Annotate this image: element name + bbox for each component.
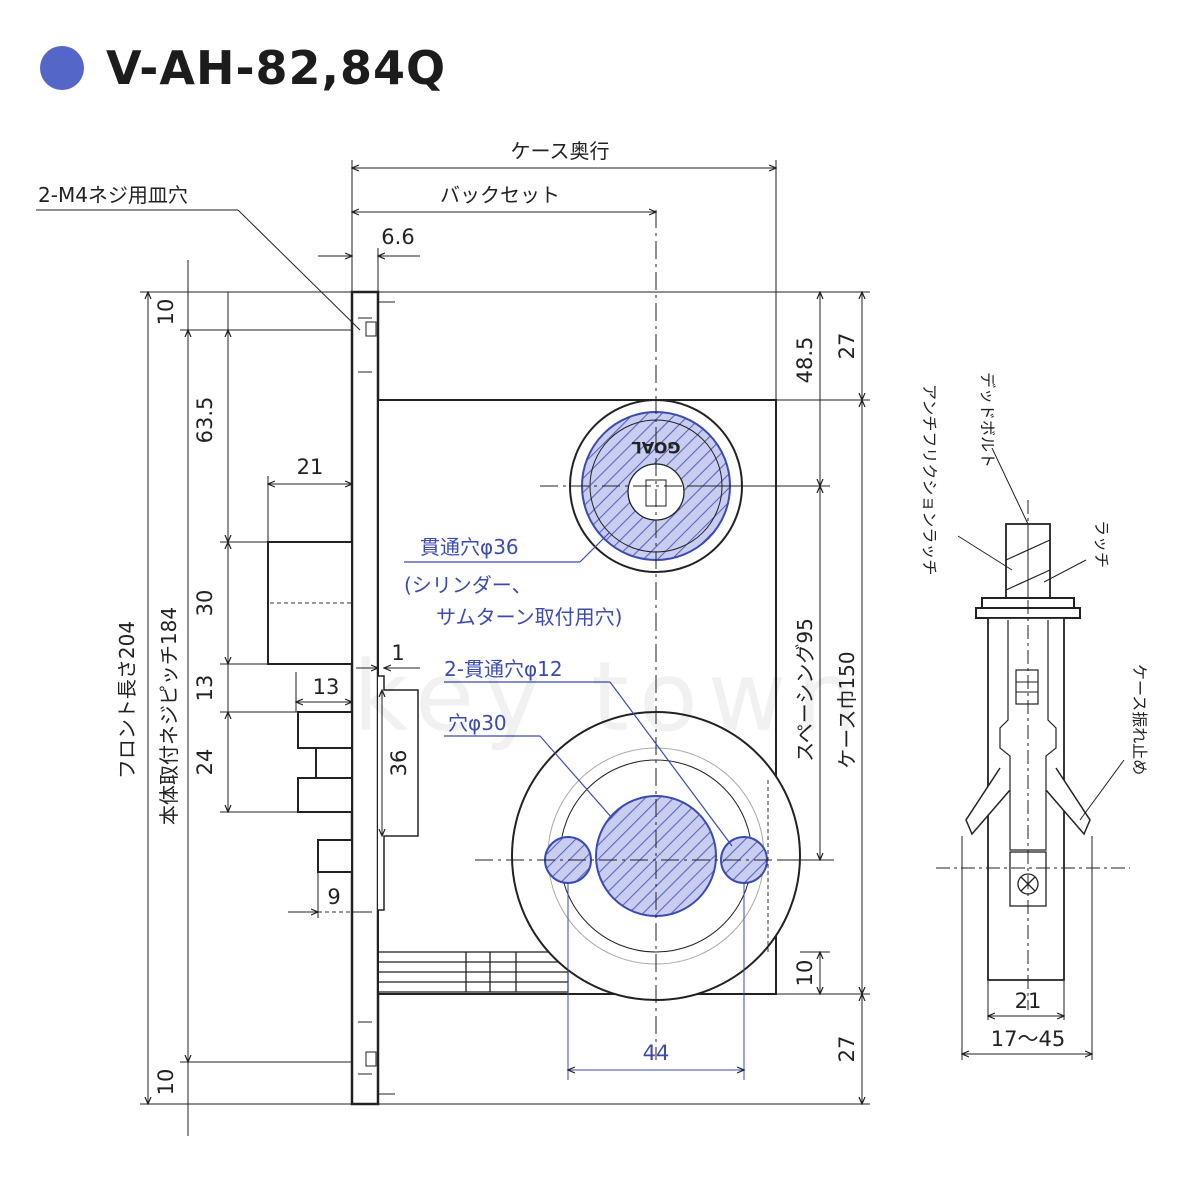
dim-10-top: 10 — [154, 299, 178, 326]
latch-label: ラッチ — [1092, 520, 1111, 568]
page-title: V-AH-82,84Q — [106, 41, 447, 95]
side-view — [936, 447, 1130, 1060]
dim-1: 1 — [391, 641, 404, 665]
dim-13-vertical: 13 — [193, 675, 217, 702]
dim-27-bottom: 27 — [835, 1036, 859, 1063]
dim-21: 21 — [297, 455, 324, 479]
dim-27-top: 27 — [835, 333, 859, 360]
inner-plate — [378, 675, 419, 911]
top-dimensions — [318, 160, 776, 400]
dim-6-6: 6.6 — [381, 225, 414, 249]
dim-10-bottom: 10 — [154, 1069, 178, 1096]
case-depth-label: ケース奥行 — [511, 139, 610, 163]
spacing-label: スペーシング95 — [793, 618, 817, 762]
dim-30: 30 — [193, 590, 217, 617]
dim-13-horizontal: 13 — [313, 675, 340, 699]
dim-36: 36 — [387, 750, 411, 777]
bullet-dot-icon — [40, 46, 84, 90]
through-hole-36-label: 貫通穴φ36 — [420, 535, 519, 559]
cylinder-note-2: サムターン取付用穴) — [436, 605, 622, 629]
dim-9: 9 — [327, 885, 340, 909]
front-length-label: フロント長さ204 — [115, 621, 139, 779]
latch-pieces — [297, 711, 353, 873]
deadbolt-block — [267, 541, 353, 665]
blue-leaders — [404, 531, 733, 847]
side-dim-range: 17～45 — [991, 1027, 1065, 1051]
dim-48-5: 48.5 — [793, 337, 817, 384]
anti-friction-latch-label: アンチフリクションラッチ — [920, 384, 939, 575]
right-dimensions — [378, 292, 870, 1104]
dim-44: 44 — [643, 1041, 670, 1065]
screw-hole-label: 2-M4ネジ用皿穴 — [38, 183, 188, 207]
cylinder-note-1: (シリンダー、 — [404, 573, 532, 597]
cylinder-logo: GOAL — [632, 438, 681, 457]
dim-10-right: 10 — [793, 960, 817, 987]
dim-63-5: 63.5 — [193, 397, 217, 444]
through-hole-12-label: 2-貫通穴φ12 — [444, 657, 563, 681]
lever-rose — [511, 711, 801, 1001]
mount-pitch-label: 本体取付ネジピッチ184 — [157, 607, 181, 825]
dim-24: 24 — [193, 749, 217, 776]
header: V-AH-82,84Q — [40, 36, 446, 100]
case-width-label: ケース巾150 — [835, 651, 859, 768]
backset-label: バックセット — [440, 183, 560, 207]
deadbolt-label: デッドボルト — [978, 372, 997, 468]
watermark: key town — [353, 641, 867, 753]
side-dim-21: 21 — [1015, 989, 1042, 1013]
hole-30-label: 穴φ30 — [448, 711, 507, 735]
left-dimensions — [140, 260, 420, 1136]
screw-hole-leader — [36, 209, 361, 331]
case-anti-rattle-label: ケース振れ止め — [1130, 664, 1149, 775]
